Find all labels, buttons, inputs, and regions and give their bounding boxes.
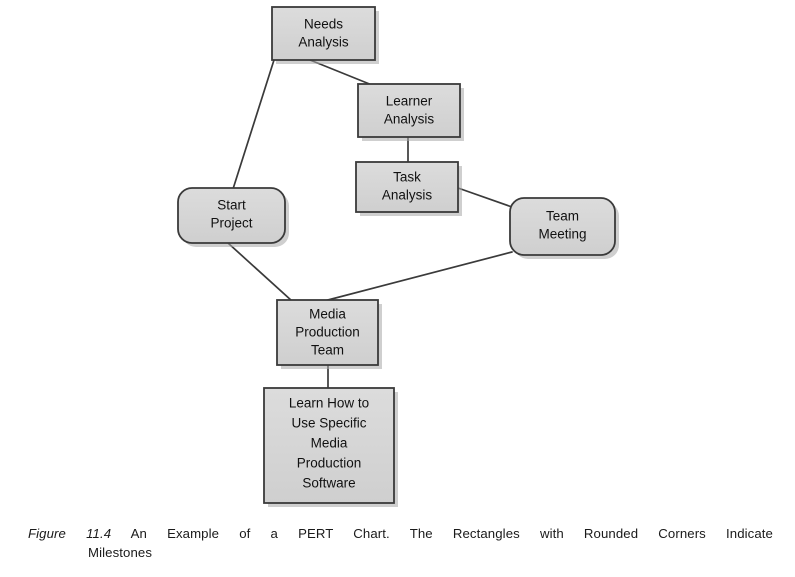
node-body [357,83,461,138]
node-label-line: Production [297,456,362,471]
caption-line-1: Figure 11.4 An Example of a PERT Chart. … [28,524,773,543]
node-label-line: Analysis [298,35,349,50]
node-body [177,187,286,244]
node-label-line: Media [311,436,348,451]
node-needs-analysis[interactable]: Needs Analysis [271,6,379,64]
node-label-line: Analysis [384,112,435,127]
node-label-line: Learn How to [289,396,369,411]
edge-team-meeting-to-media-team [323,251,513,302]
connector-group [227,59,513,389]
node-label-line: Learner [386,94,433,109]
node-label-line: Media [309,307,346,322]
node-learner-analysis[interactable]: Learner Analysis [357,83,464,141]
node-label-line: Needs [304,17,343,32]
node-label-line: Analysis [382,188,433,203]
edge-needs-to-start [232,59,275,190]
edge-needs-to-learner [309,59,373,86]
caption-line-2: Milestones [88,545,153,560]
node-start-project[interactable]: Start Project [177,187,289,247]
figure-caption: Figure 11.4 An Example of a PERT Chart. … [28,524,773,562]
node-body [276,299,379,366]
node-task-analysis[interactable]: Task Analysis [355,161,462,216]
node-body [355,161,459,213]
node-learn-software[interactable]: Learn How to Use Specific Media Producti… [263,387,398,507]
pert-chart-diagram: Needs Analysis Learner Analysis Task Ana… [177,6,619,507]
node-label-line: Start [217,198,246,213]
node-label-line: Team [311,343,344,358]
node-label-line: Task [393,170,421,185]
node-label-line: Use Specific [291,416,366,431]
edge-start-to-media-team [227,242,293,302]
node-label-line: Production [295,325,360,340]
node-label-line: Team [546,209,579,224]
node-body [271,6,376,61]
caption-figure-number: Figure 11.4 [28,526,112,541]
node-label-line: Project [210,216,252,231]
node-media-production-team[interactable]: Media Production Team [276,299,382,369]
node-body [509,197,616,256]
node-body [263,387,395,504]
node-team-meeting[interactable]: Team Meeting [509,197,619,259]
pert-chart-canvas: Needs Analysis Learner Analysis Task Ana… [177,6,619,507]
node-label-line: Software [302,476,355,491]
caption-text-main: An Example of a PERT Chart. The Rectangl… [130,526,773,541]
node-label-line: Meeting [538,227,586,242]
edge-task-to-team-meeting [457,187,513,208]
